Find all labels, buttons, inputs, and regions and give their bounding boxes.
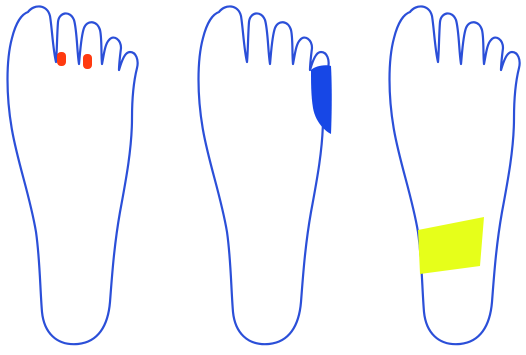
foot-middle xyxy=(199,6,332,344)
foot-left xyxy=(8,6,138,344)
foot-outline xyxy=(390,6,520,344)
foot-outline xyxy=(8,6,138,344)
toe-gap-mark-2 xyxy=(83,54,92,69)
foot-right xyxy=(390,6,520,344)
toe-gap-mark-1 xyxy=(57,52,66,66)
foot-outline xyxy=(199,6,329,344)
